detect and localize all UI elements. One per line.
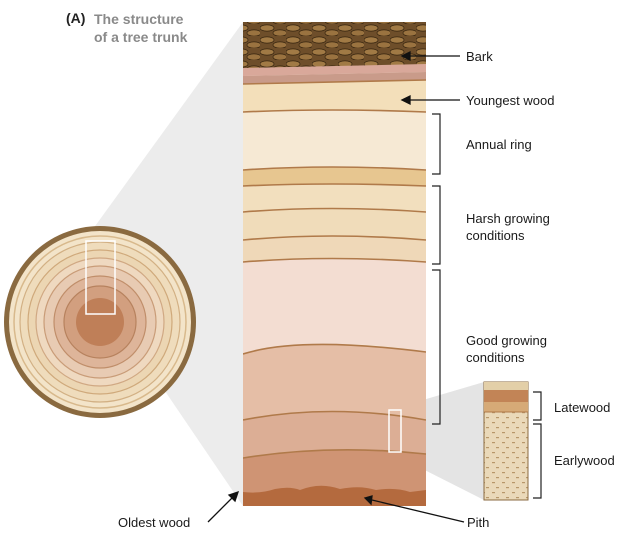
panel-title-line1: The structure bbox=[94, 11, 184, 27]
label-good-line1: Good growing bbox=[466, 333, 547, 348]
label-oldest-wood: Oldest wood bbox=[118, 515, 191, 530]
label-harsh-line1: Harsh growing bbox=[466, 211, 550, 226]
label-bark: Bark bbox=[466, 49, 493, 64]
panel-title-line2: of a tree trunk bbox=[94, 29, 188, 45]
panel-letter: (A) bbox=[66, 10, 86, 26]
label-pith: Pith bbox=[467, 515, 490, 530]
label-earlywood: Earlywood bbox=[554, 453, 615, 468]
panel-title: The structure of a tree trunk bbox=[94, 10, 234, 46]
label-good-line2: conditions bbox=[466, 350, 525, 365]
label-harsh-line2: conditions bbox=[466, 228, 525, 243]
wood-inset bbox=[483, 381, 529, 501]
label-youngest-wood: Youngest wood bbox=[466, 93, 555, 108]
trunk-cross-section bbox=[4, 226, 196, 418]
label-latewood: Latewood bbox=[554, 400, 611, 415]
label-good-growing: Good growing conditions bbox=[466, 332, 547, 366]
label-annual-ring: Annual ring bbox=[466, 137, 532, 152]
brackets bbox=[432, 113, 542, 499]
pointer-arrows bbox=[207, 50, 465, 523]
label-harsh-growing: Harsh growing conditions bbox=[466, 210, 550, 244]
trunk-strip bbox=[243, 22, 426, 506]
